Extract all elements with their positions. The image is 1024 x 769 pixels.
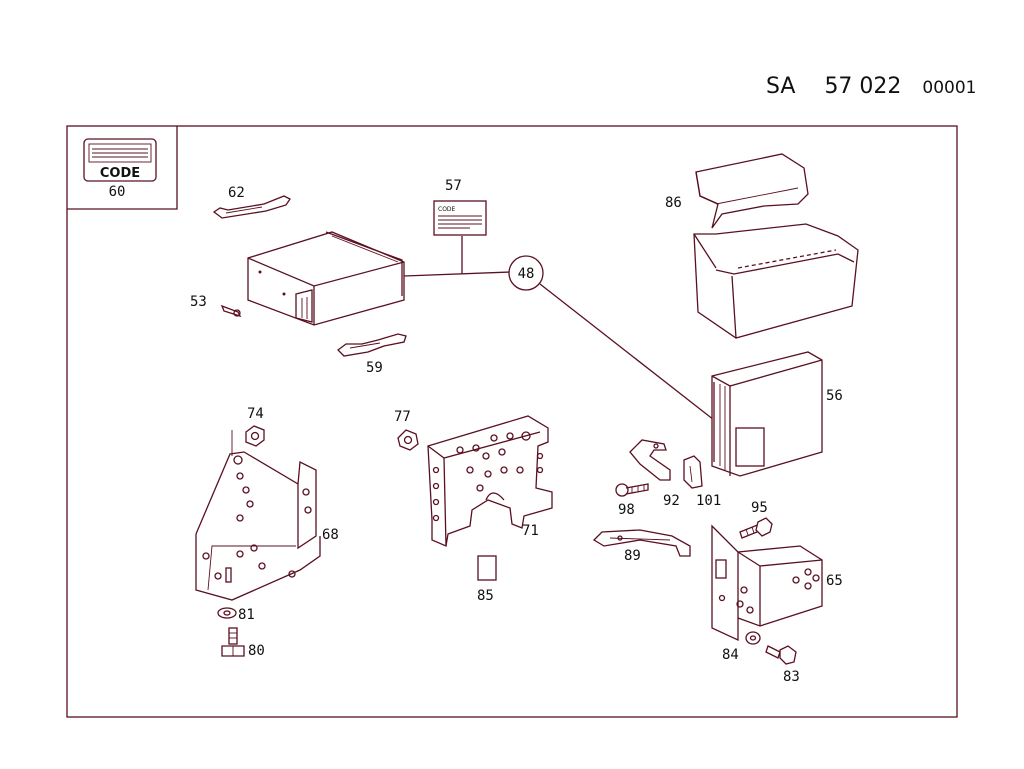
label-60: 60 [109, 184, 126, 200]
label-81: 81 [238, 607, 255, 623]
label-89: 89 [624, 548, 641, 564]
label-59: 59 [366, 360, 383, 376]
part-65-bracket [711, 524, 823, 642]
label-85: 85 [477, 588, 494, 604]
part-86-housing [693, 153, 859, 339]
part-77-nut [397, 429, 419, 451]
part-101-clip [683, 455, 703, 489]
diagram-frame [66, 125, 958, 718]
title-prefix: SA [766, 74, 796, 99]
part-74-nut [245, 425, 265, 447]
sticker-code-text: CODE [438, 206, 456, 213]
part-84-washer [745, 631, 761, 645]
part-80-bolt [221, 627, 245, 657]
part-68-bracket [195, 430, 321, 601]
part-85-pad [477, 555, 497, 581]
callout-48: 48 [403, 236, 715, 421]
label-83: 83 [783, 669, 800, 685]
part-57-sticker: CODE [433, 200, 487, 236]
title-sub: 00001 [922, 78, 977, 98]
part-62-bracket [212, 195, 291, 219]
label-68: 68 [322, 527, 339, 543]
label-71: 71 [522, 523, 539, 539]
label-86: 86 [665, 195, 682, 211]
part-53-fuse [220, 304, 242, 318]
label-101: 101 [696, 493, 721, 509]
part-89-bracket [592, 529, 691, 557]
label-95: 95 [751, 500, 768, 516]
part-71-bracket [427, 415, 553, 547]
title-number: 57 022 [824, 74, 902, 99]
label-65: 65 [826, 573, 843, 589]
label-74: 74 [247, 406, 264, 422]
code-card-icon: CODE [83, 138, 157, 182]
radio-unit [247, 231, 405, 326]
label-84: 84 [722, 647, 739, 663]
part-56-cd-changer [711, 351, 823, 477]
label-80: 80 [248, 643, 265, 659]
label-57: 57 [445, 178, 462, 194]
part-92-bracket [629, 439, 671, 481]
inset-frame [67, 126, 178, 210]
diagram-title: SA 57 022 00001 [766, 74, 977, 99]
part-98-screw [615, 483, 649, 497]
part-95-bolt [739, 517, 773, 539]
label-53: 53 [190, 294, 207, 310]
label-56: 56 [826, 388, 843, 404]
part-59-clip [337, 333, 407, 357]
part-83-bolt [765, 645, 797, 665]
part-81-washer [217, 607, 237, 619]
label-62: 62 [228, 185, 245, 201]
label-77: 77 [394, 409, 411, 425]
label-92: 92 [663, 493, 680, 509]
label-98: 98 [618, 502, 635, 518]
code-card-text: CODE [100, 166, 140, 181]
callout-48-text: 48 [518, 266, 535, 282]
